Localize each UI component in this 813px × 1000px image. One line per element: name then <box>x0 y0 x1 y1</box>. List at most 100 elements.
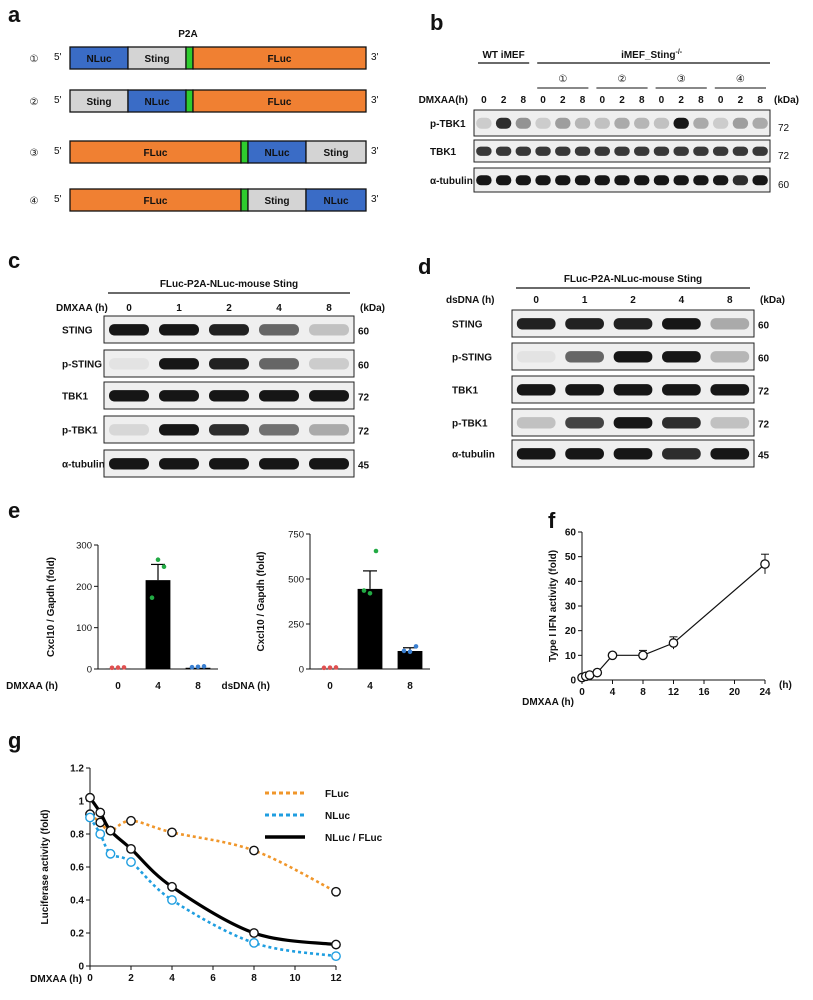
kda-marker: 72 <box>358 427 370 438</box>
construct-segment <box>305 140 367 164</box>
timepoint-label: 0 <box>540 95 546 106</box>
y-axis-label: Cxcl10 / Gapdh (fold) <box>256 551 267 651</box>
blot-band <box>574 117 591 129</box>
panel-label-e: e <box>8 498 20 523</box>
blot-band <box>693 175 709 186</box>
data-point <box>373 548 379 554</box>
blot-band <box>710 351 750 363</box>
blot-band <box>710 384 750 396</box>
blot-band <box>309 424 349 436</box>
series-point-fluc <box>249 845 259 856</box>
segment-label: Sting <box>265 196 290 207</box>
blot-band <box>613 384 653 396</box>
timepoint-label: 0 <box>126 303 132 314</box>
construct-segment <box>240 188 249 212</box>
x-tick-label: 6 <box>210 973 216 984</box>
panel-label-c: c <box>8 248 20 273</box>
x-tick-label: 12 <box>668 687 680 698</box>
x-tick-label: 4 <box>367 681 373 692</box>
blot-band <box>732 175 749 186</box>
timepoint-label: 2 <box>630 295 636 306</box>
blot-row-label: p-STING <box>62 360 102 371</box>
blot-band <box>662 384 701 396</box>
data-point <box>333 665 339 670</box>
blot-band <box>565 318 604 330</box>
series-point-nluc <box>331 951 341 961</box>
blot-row-label: TBK1 <box>452 386 479 397</box>
x-tick-label: 0 <box>579 687 585 698</box>
ko-superscript: -/- <box>676 49 683 56</box>
blot-band <box>614 146 630 156</box>
panel-label-d: d <box>418 254 431 279</box>
blot-band <box>109 424 149 436</box>
segment-label: NLuc <box>324 196 349 207</box>
p2a-label: P2A <box>178 29 197 40</box>
blot-band <box>309 324 349 336</box>
blot-band <box>710 448 750 460</box>
series-point-fluc <box>167 827 177 838</box>
x-axis-label: dsDNA (h) <box>221 681 270 692</box>
blot-band <box>535 175 551 186</box>
five-prime-label: 5' <box>54 194 62 205</box>
ifn-data-point <box>607 650 618 661</box>
blot-band <box>109 390 149 402</box>
data-point <box>321 665 327 671</box>
blot-row-label: TBK1 <box>430 147 457 158</box>
blot-band <box>653 175 670 186</box>
data-point <box>401 648 407 654</box>
x-tick-label: 20 <box>729 687 741 698</box>
timepoint-label: 2 <box>678 95 684 106</box>
blot-band <box>159 458 199 470</box>
series-point-nluc <box>95 829 106 839</box>
blot-row-label: p-STING <box>452 353 492 364</box>
y-tick-label: 750 <box>288 530 304 541</box>
blot-band <box>209 458 249 470</box>
timepoint-label: 2 <box>738 95 744 106</box>
blot-band <box>565 351 604 363</box>
ifn-data-point <box>592 667 603 678</box>
construct-number: ② <box>30 97 39 108</box>
blot-band <box>752 117 768 129</box>
blot-band <box>634 175 650 186</box>
blot-band <box>535 146 551 156</box>
series-point-nluc-fluc <box>85 792 95 803</box>
blot-band <box>516 417 556 429</box>
blot-row-label: STING <box>452 320 483 331</box>
segment-label: Sting <box>324 148 349 159</box>
blot-band <box>574 146 591 156</box>
legend-label: FLuc <box>325 789 349 800</box>
three-prime-label: 3' <box>371 52 379 63</box>
ifn-data-point <box>638 650 648 661</box>
segment-label: NLuc <box>265 148 290 159</box>
blot-band <box>634 146 650 156</box>
x-tick-label: 10 <box>289 973 301 984</box>
kda-marker: 60 <box>358 361 370 372</box>
blot-band <box>495 117 512 129</box>
blot-band <box>662 417 701 429</box>
blot-band <box>565 448 604 460</box>
data-point <box>327 665 333 670</box>
timepoint-label: 8 <box>698 95 704 106</box>
kda-marker: 72 <box>758 387 770 398</box>
kda-marker: 45 <box>358 461 370 472</box>
ifn-data-point <box>760 559 770 569</box>
blot-band <box>495 175 512 186</box>
y-axis-label: Type I IFN activity (fold) <box>548 550 559 662</box>
blot-band <box>535 117 551 129</box>
y-tick-label: 1.2 <box>70 764 84 775</box>
blot-band <box>476 117 492 129</box>
blot-band <box>613 318 653 330</box>
series-point-nluc <box>126 857 136 867</box>
construct-number: ④ <box>30 196 39 207</box>
blot-band <box>752 175 768 186</box>
x-axis-label: DMXAA (h) <box>30 974 82 985</box>
y-tick-label: 60 <box>565 528 577 539</box>
kda-marker: 72 <box>778 123 790 134</box>
treatment-label: DMXAA (h) <box>56 303 108 314</box>
blot-row-label: TBK1 <box>62 392 89 403</box>
data-point <box>155 557 161 563</box>
